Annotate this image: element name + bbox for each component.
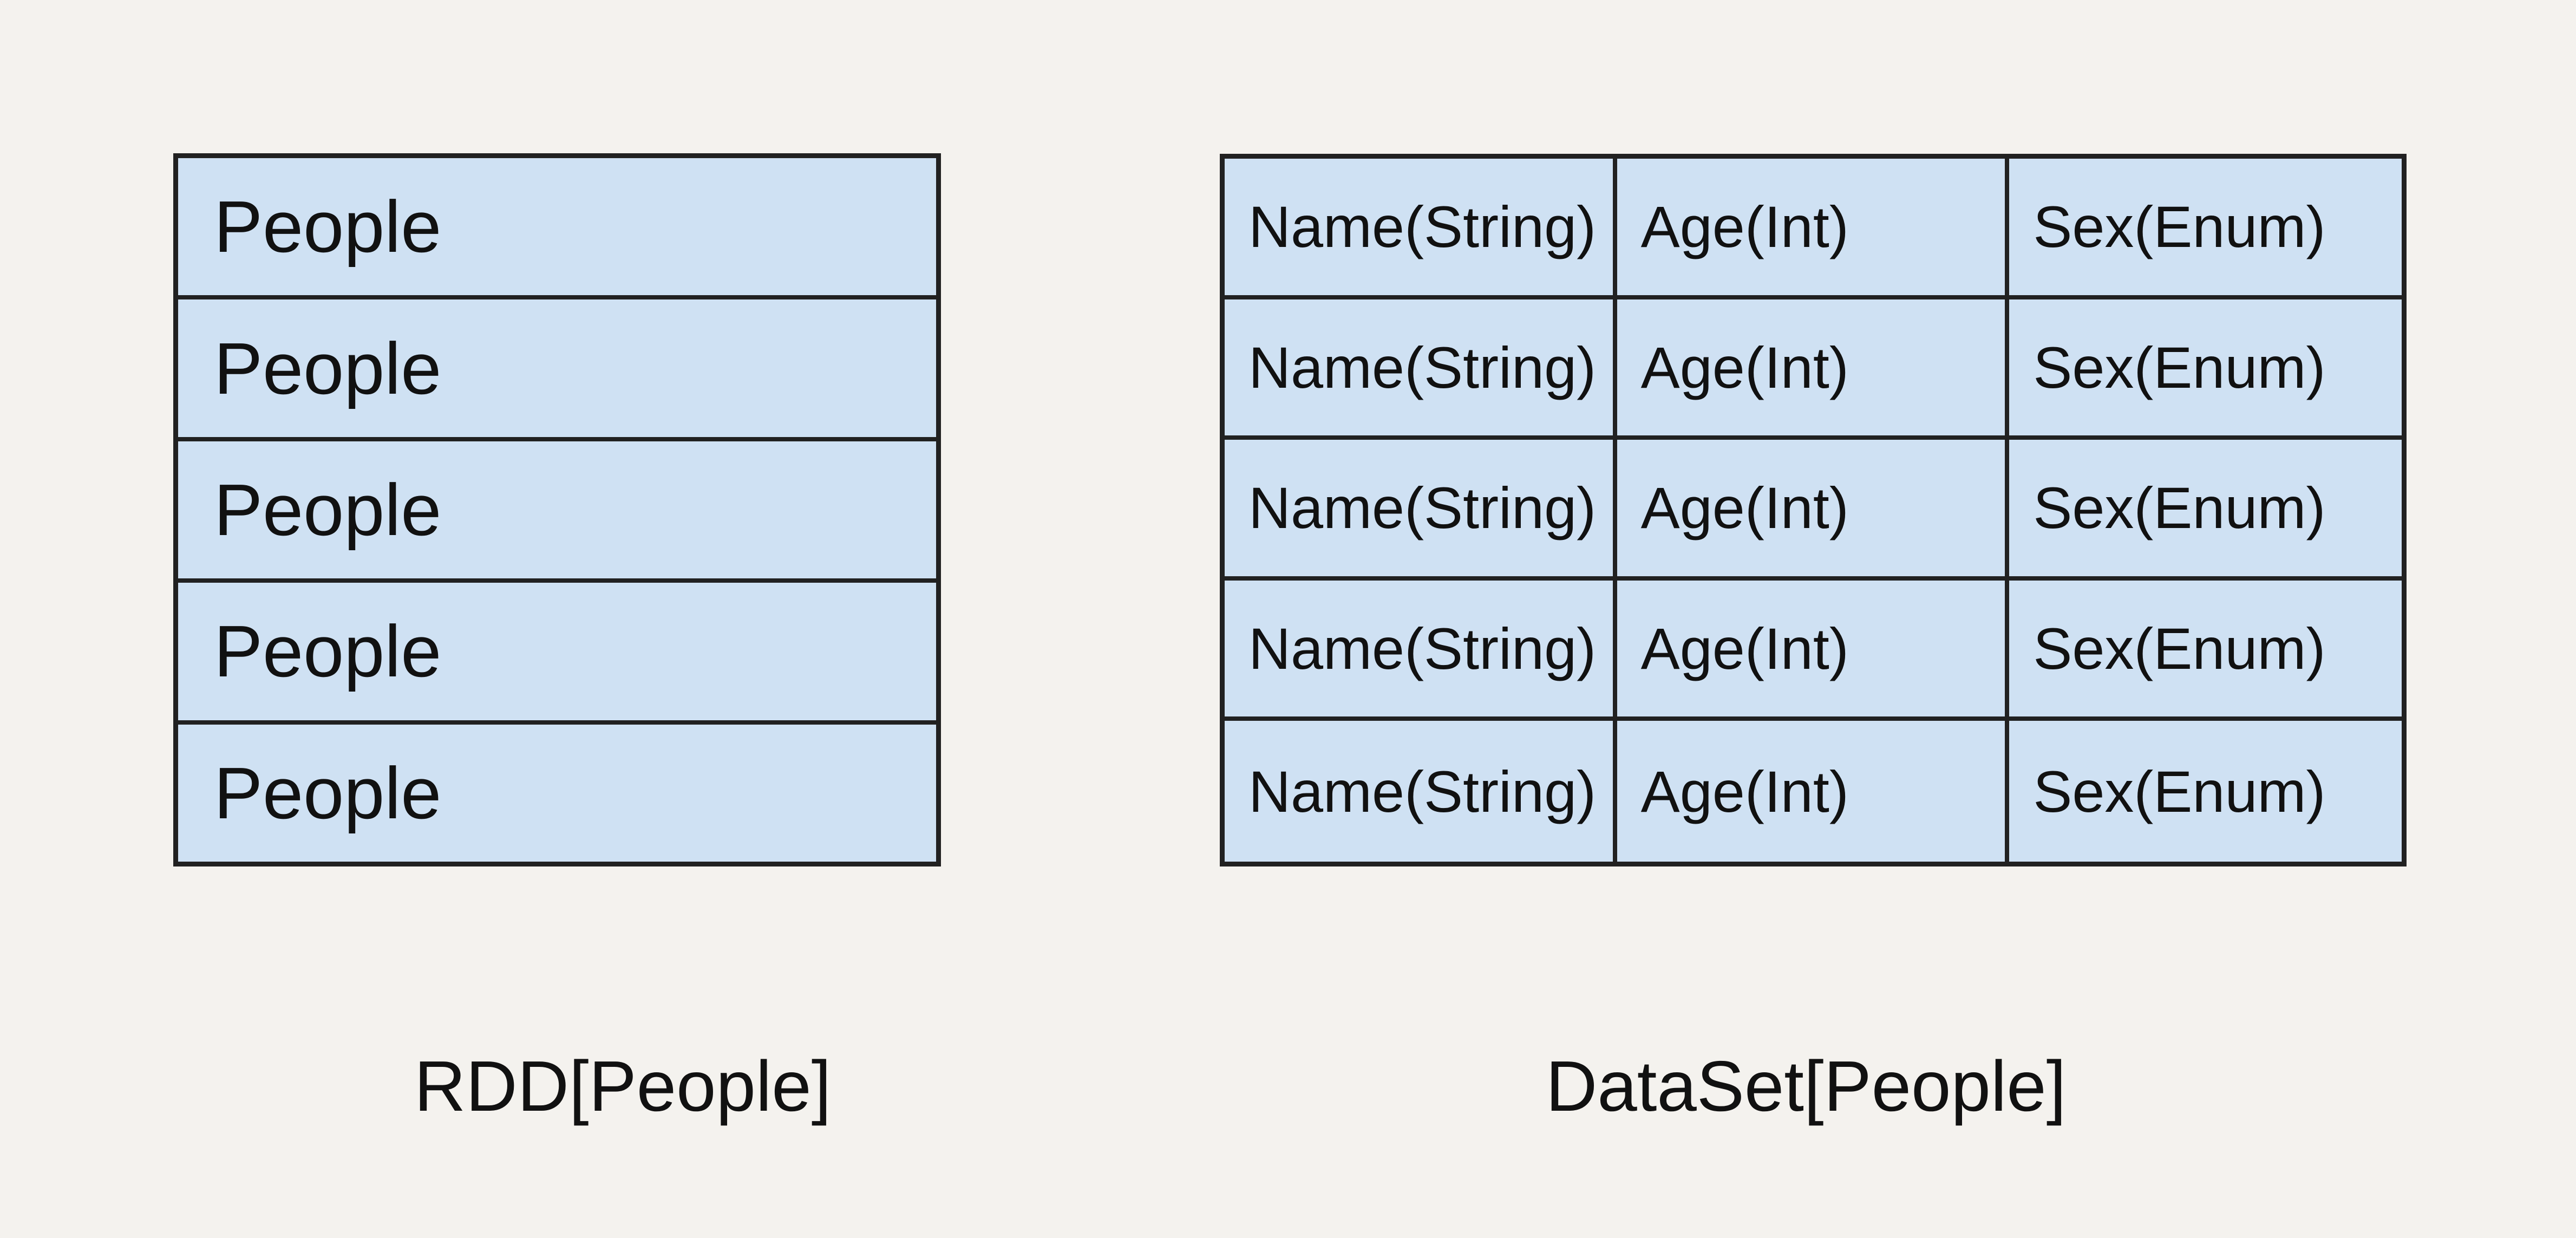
- dataset-cell: Name(String): [1225, 440, 1617, 581]
- dataset-cell: Sex(Enum): [2009, 440, 2402, 581]
- rdd-row-label: People: [214, 610, 442, 693]
- dataset-cell-label: Name(String): [1248, 616, 1597, 682]
- dataset-cell-label: Age(Int): [1640, 334, 1849, 400]
- rdd-row: People: [178, 299, 936, 441]
- rdd-row: People: [178, 583, 936, 725]
- rdd-table: People People People People People: [173, 153, 941, 866]
- dataset-cell: Name(String): [1225, 580, 1617, 721]
- dataset-cell: Age(Int): [1617, 299, 2010, 440]
- dataset-cell: Age(Int): [1617, 721, 2010, 862]
- dataset-cell-label: Name(String): [1248, 334, 1597, 400]
- dataset-cell-label: Name(String): [1248, 758, 1597, 824]
- dataset-cell: Sex(Enum): [2009, 159, 2402, 299]
- dataset-cell-label: Sex(Enum): [2033, 334, 2326, 400]
- dataset-cell: Name(String): [1225, 299, 1617, 440]
- dataset-cell-label: Sex(Enum): [2033, 616, 2326, 682]
- rdd-row: People: [178, 158, 936, 300]
- dataset-table: Name(String) Age(Int) Sex(Enum) Name(Str…: [1220, 154, 2407, 866]
- dataset-cell-label: Age(Int): [1640, 475, 1849, 541]
- dataset-cell-label: Sex(Enum): [2033, 758, 2326, 824]
- dataset-cell-label: Name(String): [1248, 475, 1597, 541]
- rdd-row-label: People: [214, 327, 442, 409]
- dataset-cell: Age(Int): [1617, 580, 2010, 721]
- dataset-cell-label: Name(String): [1248, 194, 1597, 260]
- dataset-cell: Sex(Enum): [2009, 721, 2402, 862]
- dataset-cell: Age(Int): [1617, 159, 2010, 299]
- dataset-cell: Name(String): [1225, 159, 1617, 299]
- dataset-cell-label: Sex(Enum): [2033, 475, 2326, 541]
- dataset-table-caption: DataSet[People]: [1546, 1046, 2067, 1126]
- rdd-row-label: People: [214, 186, 442, 268]
- rdd-table-caption: RDD[People]: [414, 1046, 832, 1126]
- rdd-row-label: People: [214, 469, 442, 551]
- dataset-cell-label: Age(Int): [1640, 194, 1849, 260]
- dataset-cell: Sex(Enum): [2009, 299, 2402, 440]
- rdd-row-label: People: [214, 752, 442, 834]
- rdd-row: People: [178, 441, 936, 583]
- dataset-cell-label: Age(Int): [1640, 758, 1849, 824]
- rdd-row: People: [178, 725, 936, 862]
- dataset-cell: Age(Int): [1617, 440, 2010, 581]
- dataset-cell: Name(String): [1225, 721, 1617, 862]
- dataset-cell: Sex(Enum): [2009, 581, 2402, 721]
- dataset-cell-label: Sex(Enum): [2033, 194, 2326, 260]
- dataset-cell-label: Age(Int): [1640, 616, 1849, 682]
